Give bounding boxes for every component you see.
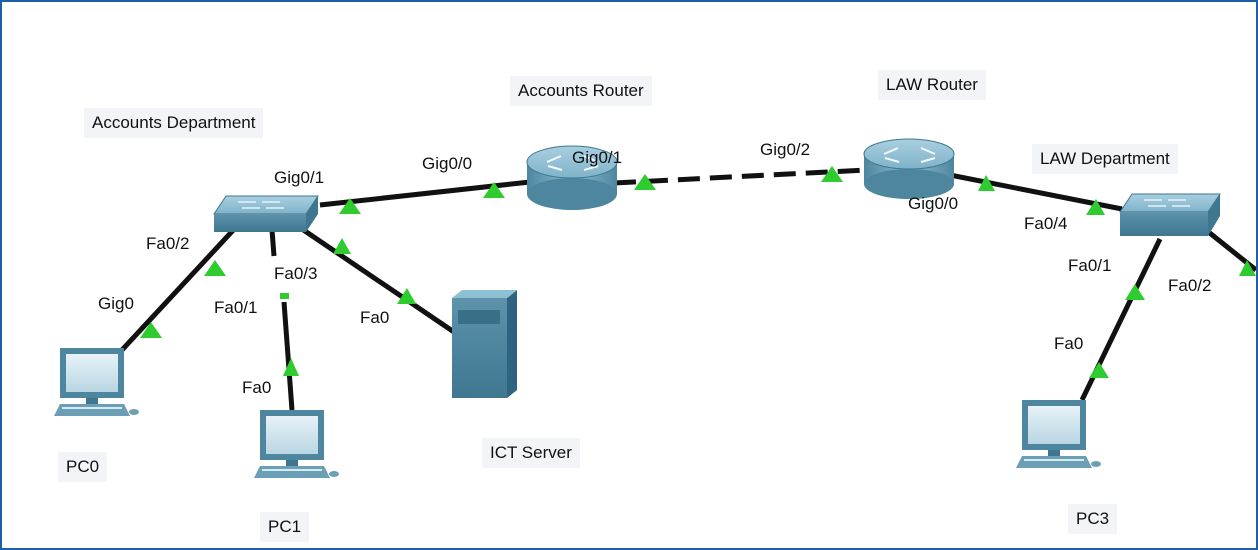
port-label: Fa0/4 [1024, 214, 1068, 233]
port-up-triangle [283, 358, 299, 376]
link-sw1-pc0[interactable] [120, 223, 240, 352]
port-label: Gig0/1 [274, 168, 325, 187]
port-label: Fa0/2 [1168, 276, 1212, 295]
port-label: Gig0/0 [908, 194, 959, 213]
port-starting-indicator [280, 293, 289, 299]
port-label: Gig0 [98, 294, 134, 313]
port-up-triangle [1125, 284, 1145, 300]
port-up-triangle [978, 175, 995, 191]
port-up-triangle [397, 288, 416, 304]
pc-icon[interactable] [1016, 400, 1101, 468]
port-up-triangle [821, 166, 843, 182]
device-label-pc1: PC1 [260, 512, 310, 542]
port-up-triangle [140, 322, 162, 338]
pc-icon[interactable] [54, 348, 139, 416]
port-label: Fa0 [1054, 334, 1084, 353]
port-label: Fa0/1 [214, 298, 258, 317]
port-label: Gig0/0 [422, 154, 473, 173]
port-label: Fa0/3 [274, 264, 318, 283]
port-label: Fa0/2 [146, 234, 190, 253]
port-up-triangle [339, 198, 361, 214]
port-up-triangle [1089, 362, 1109, 378]
port-up-triangle [1086, 199, 1105, 215]
device-label-pc0: PC0 [58, 452, 108, 482]
port-status-indicators [140, 166, 1256, 378]
port-label: Gig0/2 [760, 140, 811, 159]
switch-icon[interactable] [1119, 193, 1221, 236]
port-up-triangle [204, 260, 226, 276]
link-sw1-server[interactable] [300, 226, 456, 335]
router-icon[interactable] [526, 145, 618, 210]
port-up-triangle [634, 174, 656, 190]
switch-icon[interactable] [213, 195, 319, 232]
device-label-pc3: PC3 [1068, 504, 1118, 534]
router-icon[interactable] [863, 138, 955, 199]
port-up-triangle [1239, 260, 1256, 276]
port-label: Gig0/1 [572, 148, 623, 167]
server-icon[interactable] [452, 290, 517, 398]
device-label-ict-server: ICT Server [482, 438, 580, 468]
device-label-law-department: LAW Department [1032, 144, 1178, 174]
port-label: Fa0 [360, 308, 390, 327]
device-label-accounts-department: Accounts Department [84, 108, 264, 138]
port-label: Fa0 [242, 378, 272, 397]
port-up-triangle [483, 182, 505, 198]
link-sw1-pc1[interactable] [269, 229, 277, 257]
link-pc1-up[interactable] [281, 301, 295, 411]
link-router1-router2[interactable] [613, 167, 867, 186]
pc-icon[interactable] [254, 410, 339, 478]
port-up-triangle [333, 238, 351, 254]
device-label-accounts-router: Accounts Router [510, 76, 652, 106]
device-label-law-router: LAW Router [878, 70, 986, 100]
port-label: Fa0/1 [1068, 256, 1112, 275]
